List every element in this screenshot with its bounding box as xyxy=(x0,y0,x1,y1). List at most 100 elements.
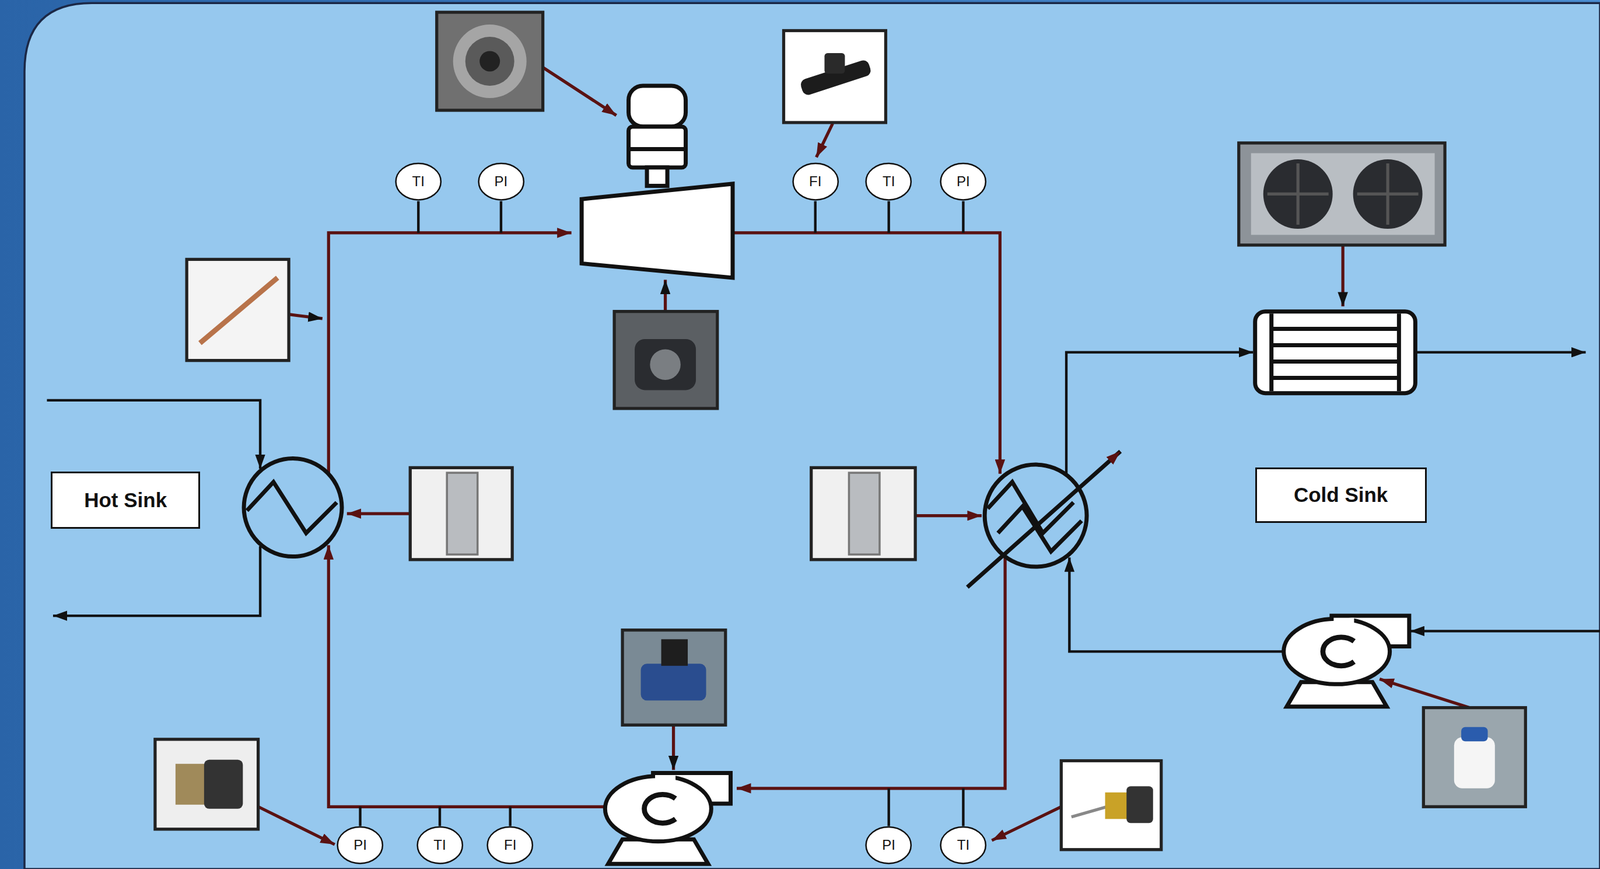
radiator-symbol xyxy=(1255,311,1416,394)
cold-sink-pipe xyxy=(1066,352,1600,652)
radiator-symbol-part xyxy=(1271,342,1400,348)
radiator-symbol-part xyxy=(1271,375,1400,380)
photo-leader-part xyxy=(816,123,833,158)
alternator-photo-part xyxy=(453,24,527,98)
plate-exchanger-photo-part xyxy=(811,467,916,559)
alternator-photo-part xyxy=(465,36,515,86)
sink-box: Hot Sink xyxy=(50,471,200,529)
instrument-stem-part xyxy=(358,806,362,826)
pump-photo-part xyxy=(641,663,707,700)
instrument-bubble: TI xyxy=(416,825,464,864)
photo-leader-part xyxy=(991,806,1062,840)
radiator-symbol-part xyxy=(1255,311,1416,394)
generator-symbol-part xyxy=(628,85,686,127)
generator-symbol-part xyxy=(646,167,668,186)
evaporator-symbol-part xyxy=(246,481,337,533)
bubble-outline xyxy=(866,826,912,863)
temperature-sensor-photo-part xyxy=(1061,760,1161,850)
instrument-tag: PI xyxy=(353,837,367,853)
instrument-tag: FI xyxy=(809,173,822,189)
fan-radiator-photo-part xyxy=(1251,152,1435,235)
fan-radiator-photo-part xyxy=(1267,163,1419,225)
working-fluid-pipe-part xyxy=(328,232,572,475)
radiator-symbol-part xyxy=(1271,359,1400,364)
bilge-pump-photo-part xyxy=(1454,736,1496,788)
bilge-pump-photo xyxy=(1423,707,1526,807)
cold-sink-pipe-part xyxy=(1066,352,1253,475)
pressure-sensor-photo-part xyxy=(204,759,243,809)
photo-leader-part xyxy=(915,513,982,517)
instrument-stem-part xyxy=(499,201,503,233)
condenser-symbol-part xyxy=(987,481,1074,533)
expander-photo-part xyxy=(634,338,696,390)
instrument-bubble: TI xyxy=(394,162,442,201)
bubble-outline xyxy=(396,163,441,200)
instrument-bubble: FI xyxy=(792,162,839,201)
expander-photo-part xyxy=(614,311,718,409)
expander-photo xyxy=(614,311,718,409)
instrument-tag: PI xyxy=(494,173,509,189)
turbine-symbol xyxy=(581,183,733,278)
working-fluid-pipe-part xyxy=(736,556,1006,789)
photo-leader-part xyxy=(1379,678,1470,708)
pump-symbol xyxy=(604,615,1409,864)
flowmeter-photo xyxy=(783,30,887,122)
instrument-stem-part xyxy=(508,806,511,826)
bubble-outline xyxy=(487,826,533,863)
bilge-pump-photo-part xyxy=(1461,726,1488,741)
hot-sink-pipe xyxy=(46,400,261,616)
copper-pipe-photo-part xyxy=(186,258,289,360)
sink-label: Hot Sink xyxy=(83,488,167,512)
bubble-outline xyxy=(478,163,524,200)
instrument-stem-part xyxy=(417,201,420,233)
working-fluid-pipe-part xyxy=(732,232,1000,474)
sink-label: Cold Sink xyxy=(1293,483,1388,507)
pump-photo xyxy=(622,629,726,726)
pressure-sensor-photo-part xyxy=(155,739,259,829)
flowmeter-photo-part xyxy=(783,30,887,122)
photo-leader-part xyxy=(258,806,335,845)
instrument-bubble: PI xyxy=(939,162,987,201)
evaporator-symbol xyxy=(243,458,342,557)
plate-exchanger-photo xyxy=(410,467,916,559)
temperature-sensor-photo-part xyxy=(1071,806,1108,817)
instrument-bubble: TI xyxy=(939,825,987,864)
instrument-tag: TI xyxy=(412,173,425,189)
instrument-stem-part xyxy=(887,788,891,826)
instrument-bubble: PI xyxy=(336,825,384,864)
alternator-photo-part xyxy=(479,50,500,72)
instrument-tag: TI xyxy=(433,837,446,853)
instrument-bubble: FI xyxy=(486,825,534,864)
instrument-stem-part xyxy=(961,788,965,826)
fan-radiator-photo-part xyxy=(1238,142,1445,245)
bubble-outline xyxy=(417,826,462,863)
background-part xyxy=(24,2,1600,869)
generator-symbol xyxy=(628,85,686,186)
pressure-sensor-photo xyxy=(155,739,259,829)
photo-leader-part xyxy=(1341,246,1345,307)
bubble-outline xyxy=(337,826,383,863)
copper-pipe-photo-part xyxy=(200,277,278,343)
pressure-sensor-photo-part xyxy=(175,763,206,805)
instrument-tag: PI xyxy=(881,837,896,853)
alternator-photo-part xyxy=(436,12,544,111)
flowmeter-photo-part xyxy=(824,53,845,74)
radiator-symbol-part xyxy=(1271,326,1400,331)
bubble-outline xyxy=(866,163,912,200)
evaporator-symbol-part xyxy=(243,458,342,557)
alternator-photo xyxy=(436,12,544,111)
hot-sink-pipe-part xyxy=(53,545,261,616)
instrument-tag: FI xyxy=(503,837,517,853)
instrument-stem-part xyxy=(814,201,817,233)
plate-exchanger-photo-part xyxy=(410,467,513,559)
generator-symbol-part xyxy=(628,126,686,168)
bilge-pump-photo-part xyxy=(1423,707,1526,807)
pump-symbol-part xyxy=(604,772,731,864)
condenser-symbol-part xyxy=(998,506,1082,552)
temperature-sensor-photo-part xyxy=(1105,792,1128,819)
pump-photo-part xyxy=(622,629,726,726)
